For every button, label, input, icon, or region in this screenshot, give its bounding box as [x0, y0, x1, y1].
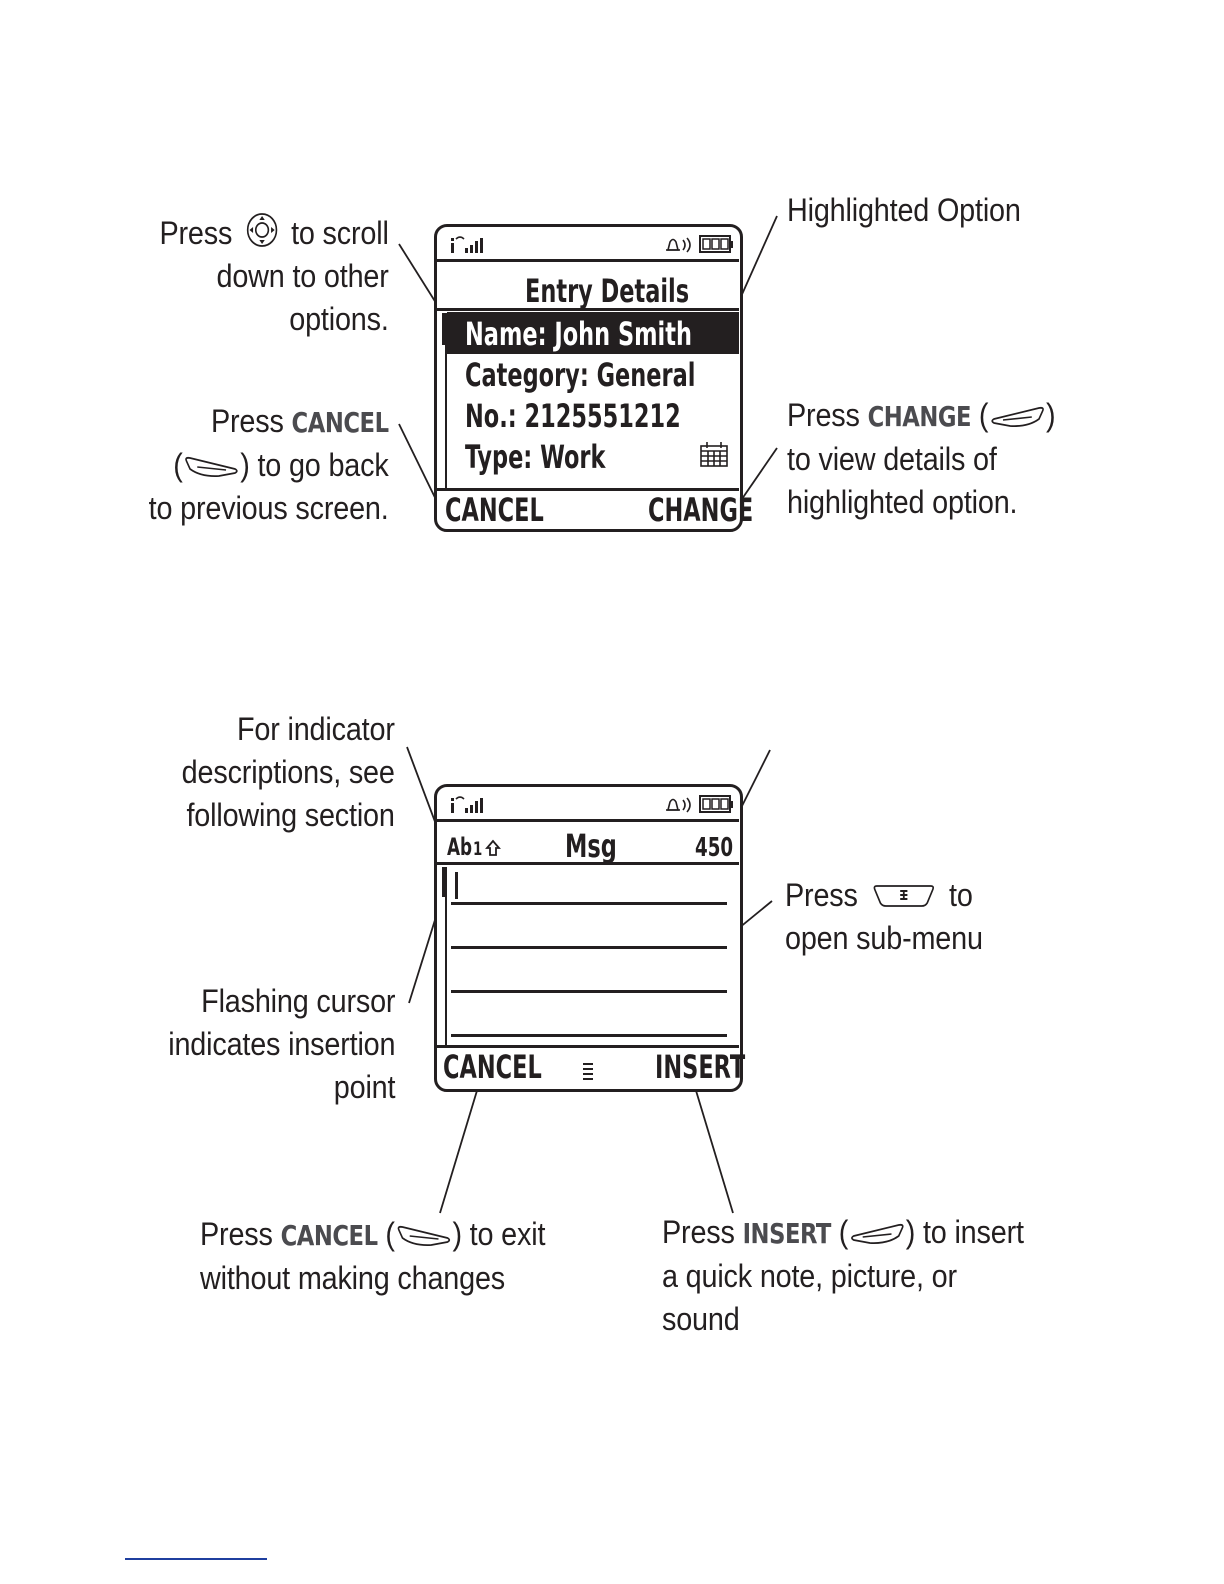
screen-title: Entry Details: [525, 272, 690, 310]
cancel-exit-callout: Press CANCEL ( ) to exit without making …: [200, 1216, 546, 1296]
menu-key-icon: [873, 885, 934, 907]
footer-rule: [125, 1558, 267, 1560]
scroll-bar-thumb[interactable]: [442, 867, 447, 897]
text-entry-line[interactable]: [451, 902, 727, 905]
indicator-callout: For indicator descriptions, see followin…: [181, 711, 395, 833]
signal-icon: [451, 796, 483, 813]
entry-details-screen: Entry Details Name: John Smith Category:…: [434, 224, 753, 532]
left-softkey-icon: [397, 1225, 450, 1247]
submenu-callout: Press to open sub-menu: [785, 877, 983, 956]
battery-icon: [699, 795, 733, 813]
menu-indicator-icon[interactable]: [581, 1061, 595, 1085]
scroll-callout: Press to scroll down to other options.: [160, 212, 389, 341]
flashing-cursor: [455, 872, 458, 899]
list-item-category[interactable]: Category: General: [465, 356, 696, 394]
right-softkey-change[interactable]: CHANGE: [648, 491, 754, 529]
highlight-callout: Highlighted Option: [787, 192, 1021, 228]
right-softkey-icon: [850, 1223, 904, 1245]
scroll-bar-thumb[interactable]: [442, 313, 447, 345]
highlighted-option-bar[interactable]: [447, 312, 739, 354]
change-keyword: CHANGE: [867, 400, 972, 433]
shift-arrow-icon: [485, 839, 501, 856]
right-softkey-icon: [991, 406, 1044, 428]
input-mode-indicator: Ab: [447, 833, 473, 861]
nav-key-icon: [246, 213, 278, 247]
text-entry-line[interactable]: [451, 1034, 727, 1037]
signal-icon: [451, 236, 483, 253]
status-divider: [437, 259, 739, 262]
status-divider: [437, 819, 739, 822]
list-item-number[interactable]: No.: 2125551212: [465, 397, 681, 435]
scroll-bar-track: [445, 313, 447, 488]
input-mode-number: 1: [473, 838, 483, 860]
insert-callout: Press INSERT ( ) to insert a quick note,…: [662, 1214, 1024, 1337]
text-entry-line[interactable]: [451, 990, 727, 993]
message-entry-screen: Ab 1 Msg 450 CANCEL INSERT: [434, 784, 746, 1092]
insert-keyword: INSERT: [742, 1217, 832, 1250]
cancel-callout: Press CANCEL ( ) to go back to previous …: [149, 403, 389, 526]
list-item-type[interactable]: Type: Work: [465, 438, 606, 476]
cancel-keyword: CANCEL: [280, 1219, 378, 1252]
change-callout: Press CHANGE ( ) to view details of high…: [787, 397, 1056, 520]
ringer-icon: [666, 797, 691, 813]
cancel-keyword: CANCEL: [291, 406, 389, 439]
character-counter: 450: [695, 833, 734, 863]
title-divider: [437, 862, 739, 865]
left-softkey-cancel[interactable]: CANCEL: [443, 1048, 542, 1086]
screen-title: Msg: [565, 827, 617, 865]
list-item-name[interactable]: Name: John Smith: [465, 315, 692, 353]
cursor-callout: Flashing cursor indicates insertion poin…: [167, 983, 395, 1105]
title-divider: [437, 308, 739, 311]
battery-icon: [699, 235, 733, 253]
text-entry-line[interactable]: [451, 946, 727, 949]
softkey-divider: [437, 488, 739, 491]
right-softkey-insert[interactable]: INSERT: [655, 1048, 746, 1086]
scroll-bar-track: [445, 867, 447, 1047]
left-softkey-cancel[interactable]: CANCEL: [445, 491, 544, 529]
ringer-icon: [666, 237, 691, 253]
left-softkey-icon: [185, 456, 238, 478]
softkey-divider: [437, 1045, 739, 1048]
calendar-icon: [700, 442, 728, 467]
